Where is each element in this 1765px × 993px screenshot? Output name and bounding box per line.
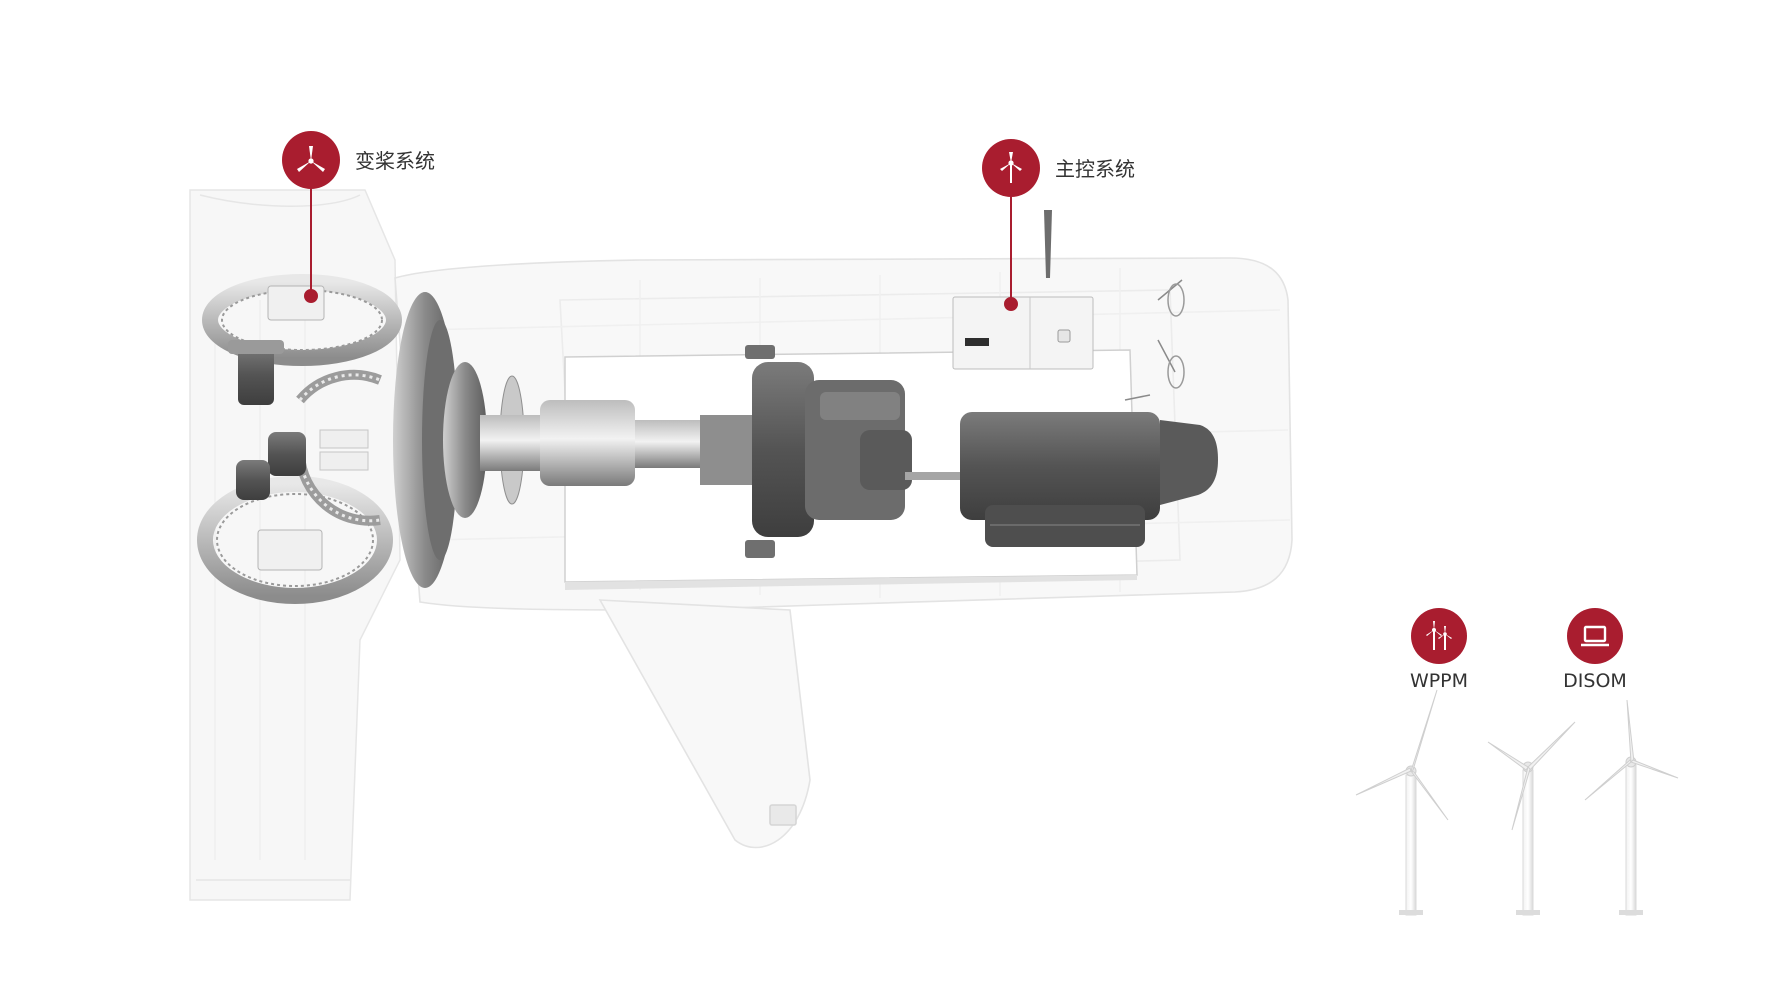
pitch-system-label[interactable]: 变桨系统 [355,149,435,173]
main-control-badge[interactable] [982,139,1040,197]
pitch-system-badge[interactable] [282,131,340,189]
laptop-icon [1581,625,1609,647]
wppm-badge[interactable] [1411,608,1467,664]
wppm-label[interactable]: WPPM [1409,670,1469,692]
control-cabinet [952,210,1185,401]
pitch-bearing-lower [197,476,393,604]
pitch-system-pin-dot[interactable] [304,289,318,303]
wind-turbine-illustration-3 [1584,699,1679,916]
main-control-pin-line [1010,197,1012,300]
main-bearing-disc [393,292,525,588]
main-shaft [480,400,725,486]
disom-badge[interactable] [1567,608,1623,664]
pitch-system-pin-line [310,189,312,295]
main-control-label[interactable]: 主控系统 [1055,157,1135,181]
wind-turbine-illustration-2 [1487,721,1576,916]
gearbox [700,345,965,558]
generator [960,412,1218,547]
wind-turbine-illustration-1 [1355,689,1449,916]
wind-turbine-icon [297,146,325,172]
disom-label[interactable]: DISOM [1563,670,1627,692]
wind-turbine-icon [1000,152,1022,183]
main-control-pin-dot[interactable] [1004,297,1018,311]
wind-farm-icon [1426,621,1452,650]
pitch-bearing-rear [236,369,382,526]
